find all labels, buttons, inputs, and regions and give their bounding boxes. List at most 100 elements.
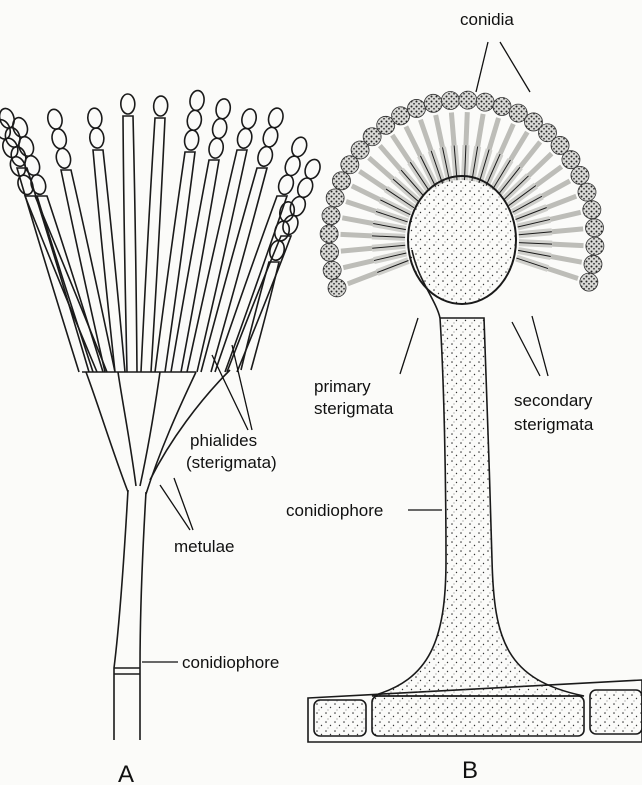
conidium [207,137,224,159]
conidium-cluster [571,166,589,184]
phialide [201,168,267,372]
secondary-sterigma [478,114,483,146]
conidium-cluster [583,201,601,219]
secondary-sterigma [392,135,410,162]
secondary-sterigma [436,115,443,147]
secondary-sterigma [380,146,401,170]
conidium [153,96,168,117]
conidium [189,90,206,112]
conidium-cluster [322,207,340,225]
secondary-sterigma [552,244,583,245]
label-phialides: phialides [190,431,257,450]
secondary-sterigma [346,202,376,212]
conidium [50,127,68,150]
phialide [187,150,247,372]
conidium-cluster [586,237,604,255]
conidium-cluster [459,91,477,109]
secondary-sterigma [341,234,372,235]
conidium-cluster [392,107,410,125]
conidium [283,154,303,178]
conidium-cluster [323,261,341,279]
secondary-sterigma [352,186,380,200]
conidium-cluster [584,255,602,273]
label-primary: primary [314,377,371,396]
secondary-sterigma [451,112,454,145]
phialides-a [17,116,291,372]
secondary-sterigma [348,272,377,283]
conidium [211,117,228,139]
conidium [46,108,64,131]
conidium [54,147,72,170]
conidium [256,145,275,168]
panel-letter-b: B [462,757,478,784]
conidiophore-stalk-b [372,318,584,696]
label-conidia: conidia [460,10,514,29]
secondary-sterigma [489,118,498,149]
secondary-sterigma [343,261,374,268]
vesicle [408,176,516,304]
label-secondary: secondary [514,391,593,410]
secondary-sterigma [510,132,527,160]
phialide [141,118,165,372]
conidium [87,108,103,129]
conidium-cluster [493,97,511,115]
conidium [289,135,309,159]
secondary-sterigma [342,218,373,224]
conidium [278,200,297,223]
conidium-cluster [408,99,426,117]
conidium-cluster [332,172,350,190]
label-primary-sterigmata: sterigmata [314,399,394,418]
secondary-sterigma [359,171,385,189]
conidium-cluster [326,189,344,207]
conidium [236,127,254,150]
conidium [273,220,292,243]
conidiophore-stalk-a [114,490,146,740]
phialide [215,196,287,372]
label-sterigmata-a: (sterigmata) [186,453,277,472]
label-secondary-sterigmata: sterigmata [514,415,594,434]
secondary-sterigma [406,126,420,155]
conidium [215,98,232,120]
secondary-sterigma [520,142,540,167]
secondary-sterigma [369,158,393,179]
secondary-sterigma [536,167,562,186]
conidium-cluster [320,225,338,243]
secondary-sterigma [466,112,467,145]
conidium [261,126,280,149]
secondary-sterigma [552,229,583,232]
conidium-cluster [476,93,494,111]
conidium-cluster [585,219,603,237]
conidium [121,94,135,114]
secondary-sterigma [548,269,578,279]
secondary-sterigma [500,124,513,154]
conidium [266,106,285,129]
conidium [240,107,258,130]
secondary-sterigma [547,196,576,207]
conidium-cluster [424,94,442,112]
panel-letter-a: A [118,761,134,785]
conidium-cluster [562,151,580,169]
secondary-sterigma [542,181,570,196]
panel-a-drawing [0,90,323,740]
label-conidiophore-b: conidiophore [286,501,383,520]
phialide [123,116,137,372]
conidium-cluster [321,243,339,261]
conidium [183,129,200,151]
conidium-cluster [441,92,459,110]
panel-a-leaders [142,345,252,662]
secondary-sterigma [551,256,582,262]
label-metulae: metulae [174,537,234,556]
label-conidiophore-a: conidiophore [182,653,279,672]
secondary-sterigma [341,248,372,251]
secondary-sterigma [420,120,431,151]
conidium-cluster [578,183,596,201]
phialide [171,160,219,372]
secondary-sterigma [550,212,581,219]
primary-sterigma-edge [377,261,408,273]
conidium-cluster [580,273,598,291]
conidium [186,109,203,131]
conidium [89,127,105,148]
secondary-sterigma [529,154,552,176]
